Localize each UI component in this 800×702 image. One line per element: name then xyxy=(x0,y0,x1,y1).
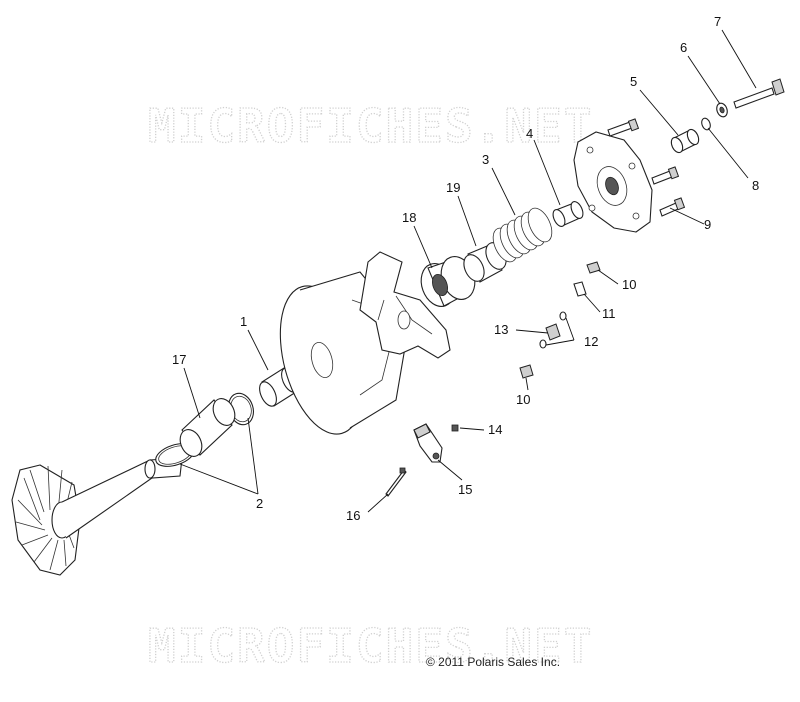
roller-13 xyxy=(545,323,561,341)
long-bolt xyxy=(733,78,785,109)
callout-4: 4 xyxy=(526,126,533,141)
callout-12: 12 xyxy=(584,334,598,349)
sheave-fan-with-shaft xyxy=(11,457,183,576)
callout-5: 5 xyxy=(630,74,637,89)
watermark-top: MICROFICHES.NET xyxy=(148,99,593,153)
roller-lower xyxy=(519,364,534,379)
pin-11 xyxy=(573,281,587,297)
cover-plate xyxy=(573,131,653,233)
callout-13: 13 xyxy=(494,322,508,337)
leader-lines xyxy=(179,29,757,513)
bushing-4 xyxy=(552,201,584,227)
callout-10-lower: 10 xyxy=(516,392,530,407)
callout-2: 2 xyxy=(256,496,263,511)
washer-12-lower xyxy=(539,339,547,349)
spacer xyxy=(670,128,700,154)
bushing-tube xyxy=(179,398,236,457)
callout-6: 6 xyxy=(680,40,687,55)
pin-16 xyxy=(385,467,407,497)
callout-9: 9 xyxy=(704,217,711,232)
callout-18: 18 xyxy=(402,210,416,225)
weight-arm xyxy=(413,423,443,463)
copyright-notice: © 2011 Polaris Sales Inc. xyxy=(426,655,560,669)
callout-15: 15 xyxy=(458,482,472,497)
spring xyxy=(492,207,553,263)
callout-19: 19 xyxy=(446,180,460,195)
washer-6-hole xyxy=(719,106,725,114)
callout-14: 14 xyxy=(488,422,502,437)
callout-10-upper: 10 xyxy=(622,277,636,292)
callout-7: 7 xyxy=(714,14,721,29)
callout-1: 1 xyxy=(240,314,247,329)
roller-upper xyxy=(586,261,601,274)
bolts xyxy=(607,118,686,217)
movable-sheave xyxy=(279,251,451,435)
callout-16: 16 xyxy=(346,508,360,523)
washer-12-upper xyxy=(559,311,567,321)
callout-3: 3 xyxy=(482,152,489,167)
callout-8: 8 xyxy=(752,178,759,193)
washer-8 xyxy=(701,117,711,131)
callout-11: 11 xyxy=(602,306,616,321)
nut-14 xyxy=(451,424,459,432)
watermark-bottom: MICROFICHES.NET xyxy=(148,619,593,673)
callout-17: 17 xyxy=(172,352,186,367)
